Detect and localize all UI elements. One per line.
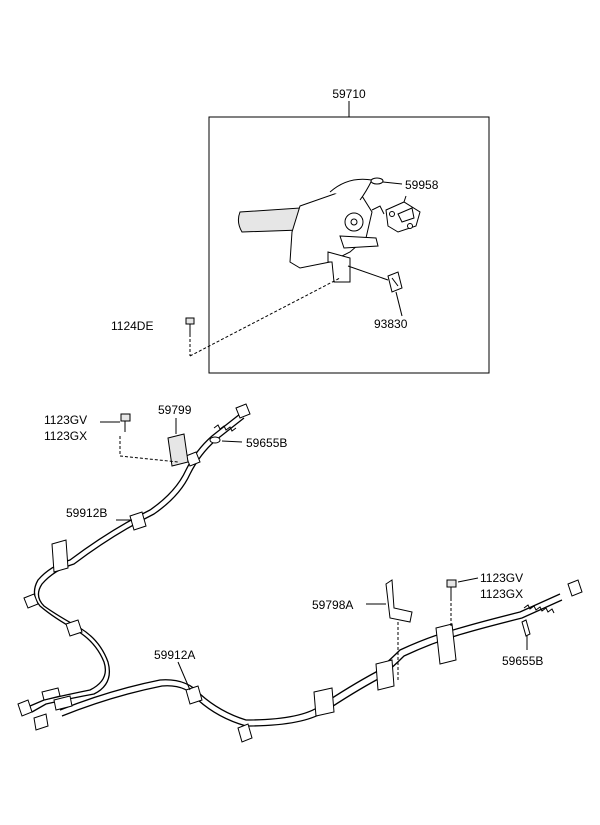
label-bracket: 93830 <box>374 317 408 331</box>
leader-59912A <box>177 661 191 691</box>
leader-bracket-link <box>347 265 389 281</box>
lever-switch-assembly <box>385 195 421 233</box>
leader-59958 <box>382 181 403 185</box>
label-bracket-rear: 59798A <box>312 598 353 612</box>
bolt-upper-guide <box>119 436 179 463</box>
bolt-to-bracket-line <box>189 277 341 357</box>
label-bolt-a1: 1123GV <box>44 413 87 427</box>
bolt-1124DE <box>185 317 195 334</box>
label-clip-front: 59655B <box>246 436 287 450</box>
lever-mount-bracket <box>327 251 351 283</box>
clip-59799 <box>167 433 189 467</box>
spring-clip-59958 <box>370 177 384 185</box>
clip-59655B-upper <box>209 436 221 444</box>
leader-59655B-upper <box>221 440 243 443</box>
leader-1123GV-lower <box>457 577 479 583</box>
label-bolt-lever: 1124DE <box>111 319 153 333</box>
clip-59655B-rear <box>521 619 531 637</box>
bracket-93830 <box>387 271 403 293</box>
label-bolt-a2: 1123GX <box>44 429 87 443</box>
bracket-59798A <box>385 579 413 623</box>
bolt-1123GV-upper <box>120 413 131 432</box>
label-lever-assembly: 59710 <box>332 87 366 101</box>
label-clip-rear: 59655B <box>502 654 543 668</box>
label-cable-rh: 59912B <box>66 506 107 520</box>
cable-59912A <box>53 579 583 743</box>
bolt-1123GV-lower <box>446 579 457 598</box>
leader-93830 <box>395 291 403 317</box>
label-spring-clip: 59958 <box>405 178 439 192</box>
label-cable-lh: 59912A <box>154 648 195 662</box>
label-clip-upper: 59799 <box>158 403 192 417</box>
cable-59912B <box>17 403 251 731</box>
brake-lever-handle <box>237 178 385 269</box>
lever-assembly-group: 59710 59958 93 <box>189 87 490 374</box>
label-bolt-b2: 1123GX <box>480 587 523 601</box>
label-bolt-b1: 1123GV <box>480 571 523 585</box>
